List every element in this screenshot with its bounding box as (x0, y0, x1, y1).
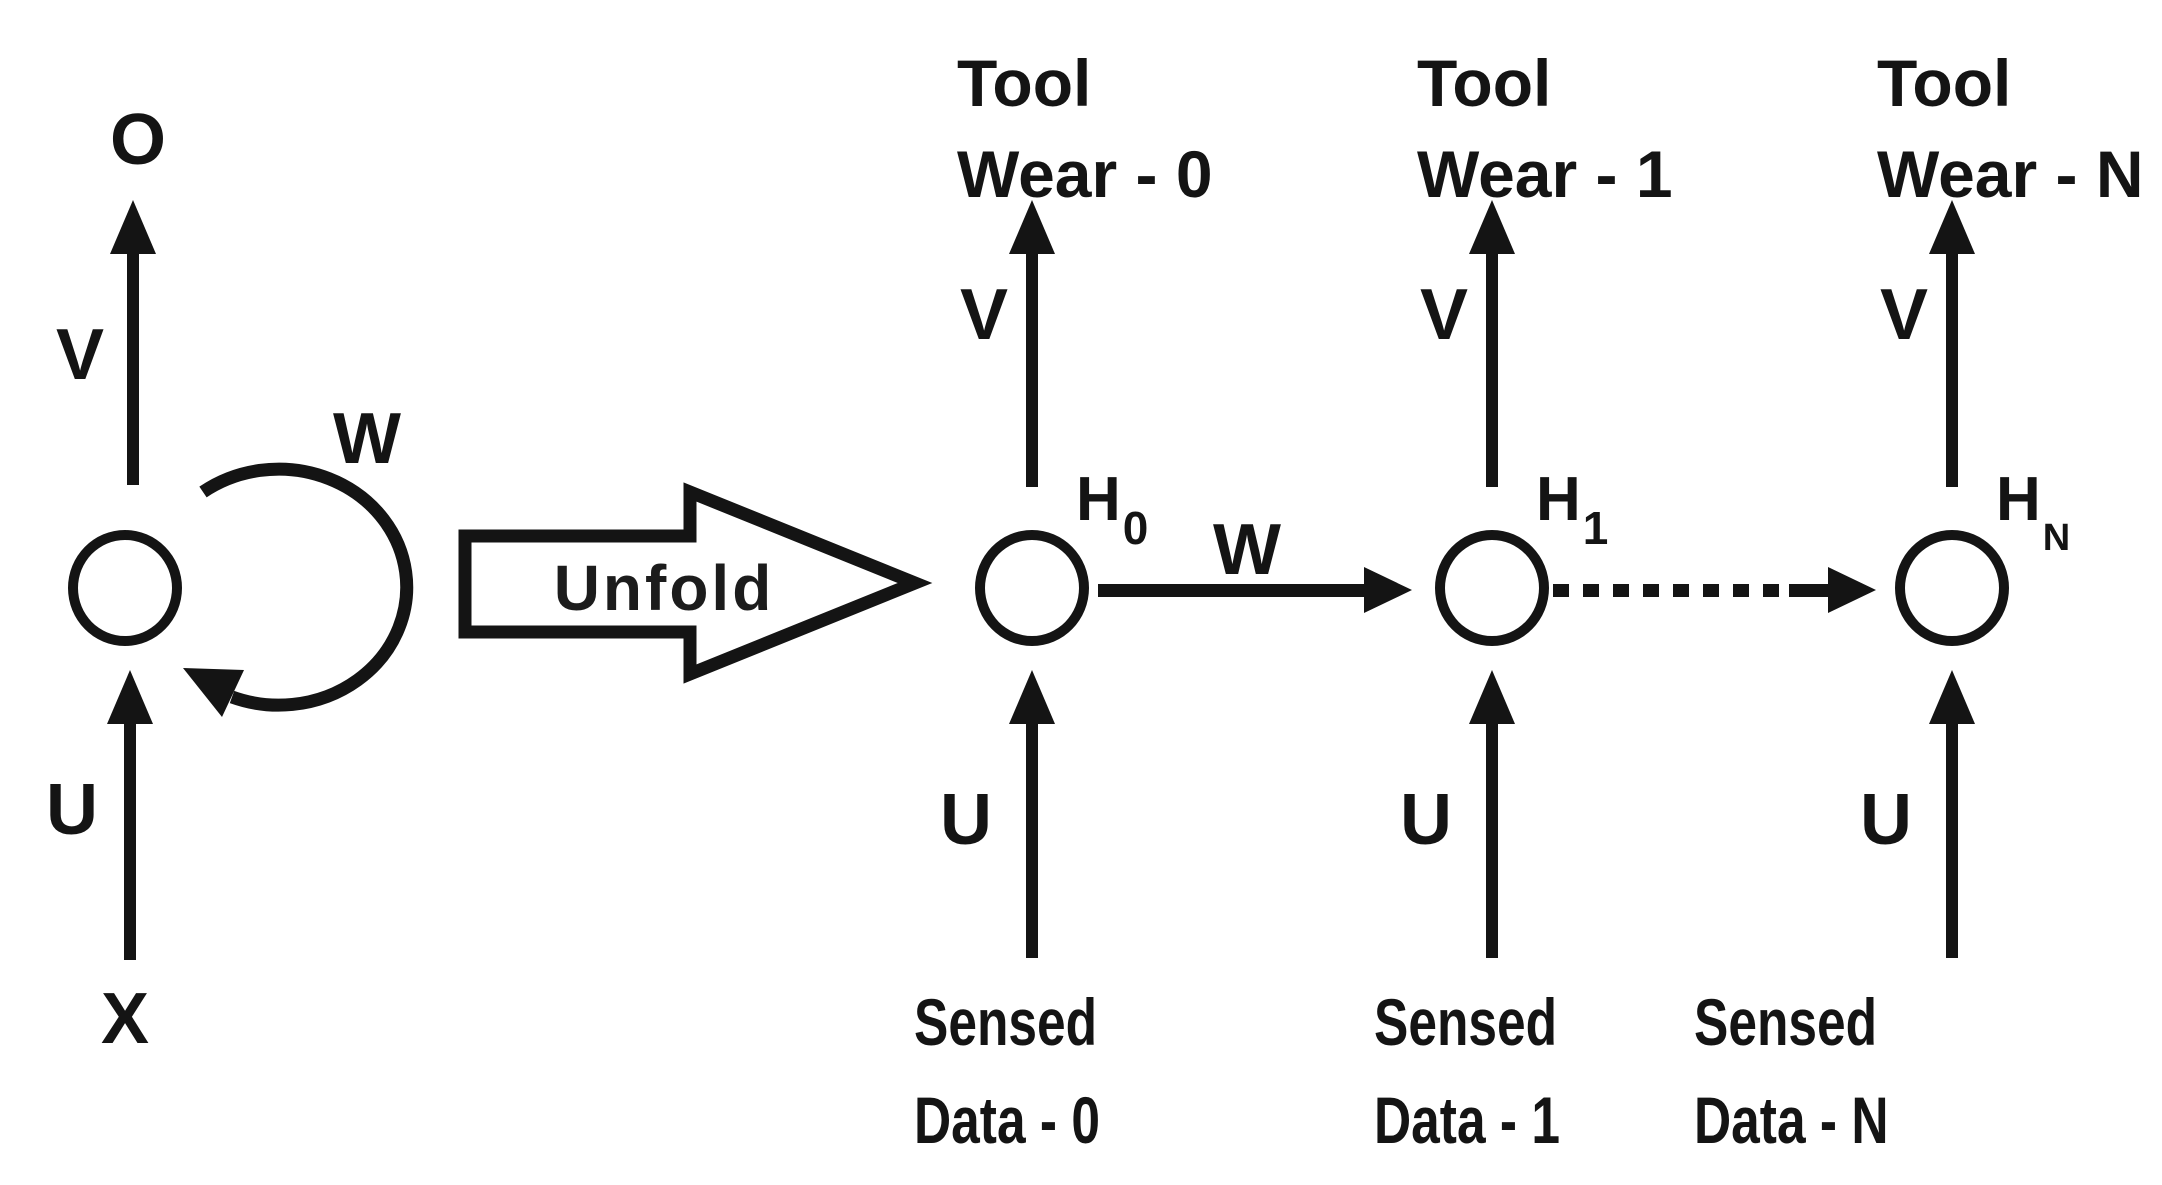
sensed-data-label-0: Sensed Data - 0 (914, 973, 1100, 1169)
hidden-label-n: HN (1996, 469, 2070, 558)
sensed-line1: Sensed (1694, 985, 1878, 1059)
arrow-shaft (1026, 724, 1038, 958)
arrowhead-icon (183, 668, 244, 717)
recurrent-loop-arrow (183, 462, 414, 717)
folded-output-arrow (110, 200, 156, 485)
arrow-shaft (1026, 254, 1038, 487)
dotted-arrow-line (1553, 584, 1791, 597)
hidden-label-0: H0 (1076, 469, 1148, 552)
u-weight-label-0: U (940, 780, 992, 860)
arrowhead-right-icon (1364, 567, 1412, 613)
dotted-arrow-stub (1789, 584, 1835, 597)
arrowhead-right-icon (1828, 567, 1876, 613)
folded-output-label: O (110, 100, 167, 180)
tool-wear-line1: Tool (957, 46, 1092, 120)
tool-wear-line2: Wear - N (1877, 137, 2144, 211)
unfold-label: Unfold (553, 552, 775, 624)
arrowhead-up-icon (1929, 200, 1975, 254)
v-weight-label-0: V (960, 275, 1009, 355)
tool-wear-line1: Tool (1417, 46, 1552, 120)
arrowhead-up-icon (1009, 200, 1055, 254)
sensed-line2: Data - 0 (914, 1083, 1100, 1157)
folded-w-weight-label: W (333, 399, 401, 479)
sensed-line1: Sensed (914, 985, 1098, 1059)
hidden-node-0 (975, 530, 1089, 646)
arrowhead-up-icon (1929, 670, 1975, 724)
u-weight-label-n: U (1860, 780, 1912, 860)
v-arrow-1 (1469, 200, 1515, 487)
hidden-node-1 (1435, 530, 1549, 646)
arrowhead-up-icon (107, 670, 153, 724)
arrow-shaft (1946, 724, 1958, 958)
u-weight-label-1: U (1400, 780, 1452, 860)
folded-v-weight-label: V (56, 315, 105, 395)
u-arrow-0 (1009, 670, 1055, 958)
sensed-data-label-n: Sensed Data - N (1694, 973, 1889, 1169)
folded-input-arrow (107, 670, 153, 960)
arrow-shaft (1486, 724, 1498, 958)
arrow-shaft (1486, 254, 1498, 487)
unfold-block-arrow (458, 482, 933, 684)
hidden-node-n (1895, 530, 2009, 646)
arrow-shaft (1946, 254, 1958, 487)
hidden-label-1: H1 (1536, 469, 1608, 552)
tool-wear-label-n: Tool Wear - N (1877, 38, 2144, 220)
folded-hidden-node (68, 530, 182, 646)
tool-wear-line2: Wear - 0 (957, 137, 1213, 211)
v-weight-label-1: V (1420, 275, 1469, 355)
sensed-line2: Data - 1 (1374, 1083, 1560, 1157)
hidden-letter: H (1536, 465, 1581, 534)
w-arrow-line (1098, 584, 1364, 597)
u-arrow-n (1929, 670, 1975, 958)
v-weight-label-n: V (1880, 275, 1929, 355)
arrowhead-up-icon (1469, 200, 1515, 254)
arrow-shaft (124, 724, 136, 960)
arrowhead-up-icon (110, 200, 156, 254)
tool-wear-label-1: Tool Wear - 1 (1417, 38, 1673, 220)
tool-wear-label-0: Tool Wear - 0 (957, 38, 1213, 220)
sensed-line1: Sensed (1374, 985, 1558, 1059)
v-arrow-n (1929, 200, 1975, 487)
w-weight-label: W (1213, 510, 1281, 590)
hidden-letter: H (1996, 465, 2041, 534)
arrow-shaft (127, 254, 139, 485)
tool-wear-line1: Tool (1877, 46, 2012, 120)
hidden-subscript: 0 (1122, 502, 1149, 554)
folded-u-weight-label: U (46, 770, 98, 850)
arrowhead-up-icon (1009, 670, 1055, 724)
folded-input-label: X (101, 979, 150, 1059)
hidden-subscript: N (2042, 517, 2071, 559)
sensed-data-label-1: Sensed Data - 1 (1374, 973, 1560, 1169)
v-arrow-0 (1009, 200, 1055, 487)
hidden-subscript: 1 (1582, 502, 1609, 554)
hidden-letter: H (1076, 465, 1121, 534)
tool-wear-line2: Wear - 1 (1417, 137, 1673, 211)
u-arrow-1 (1469, 670, 1515, 958)
sensed-line2: Data - N (1694, 1083, 1889, 1157)
arrowhead-up-icon (1469, 670, 1515, 724)
